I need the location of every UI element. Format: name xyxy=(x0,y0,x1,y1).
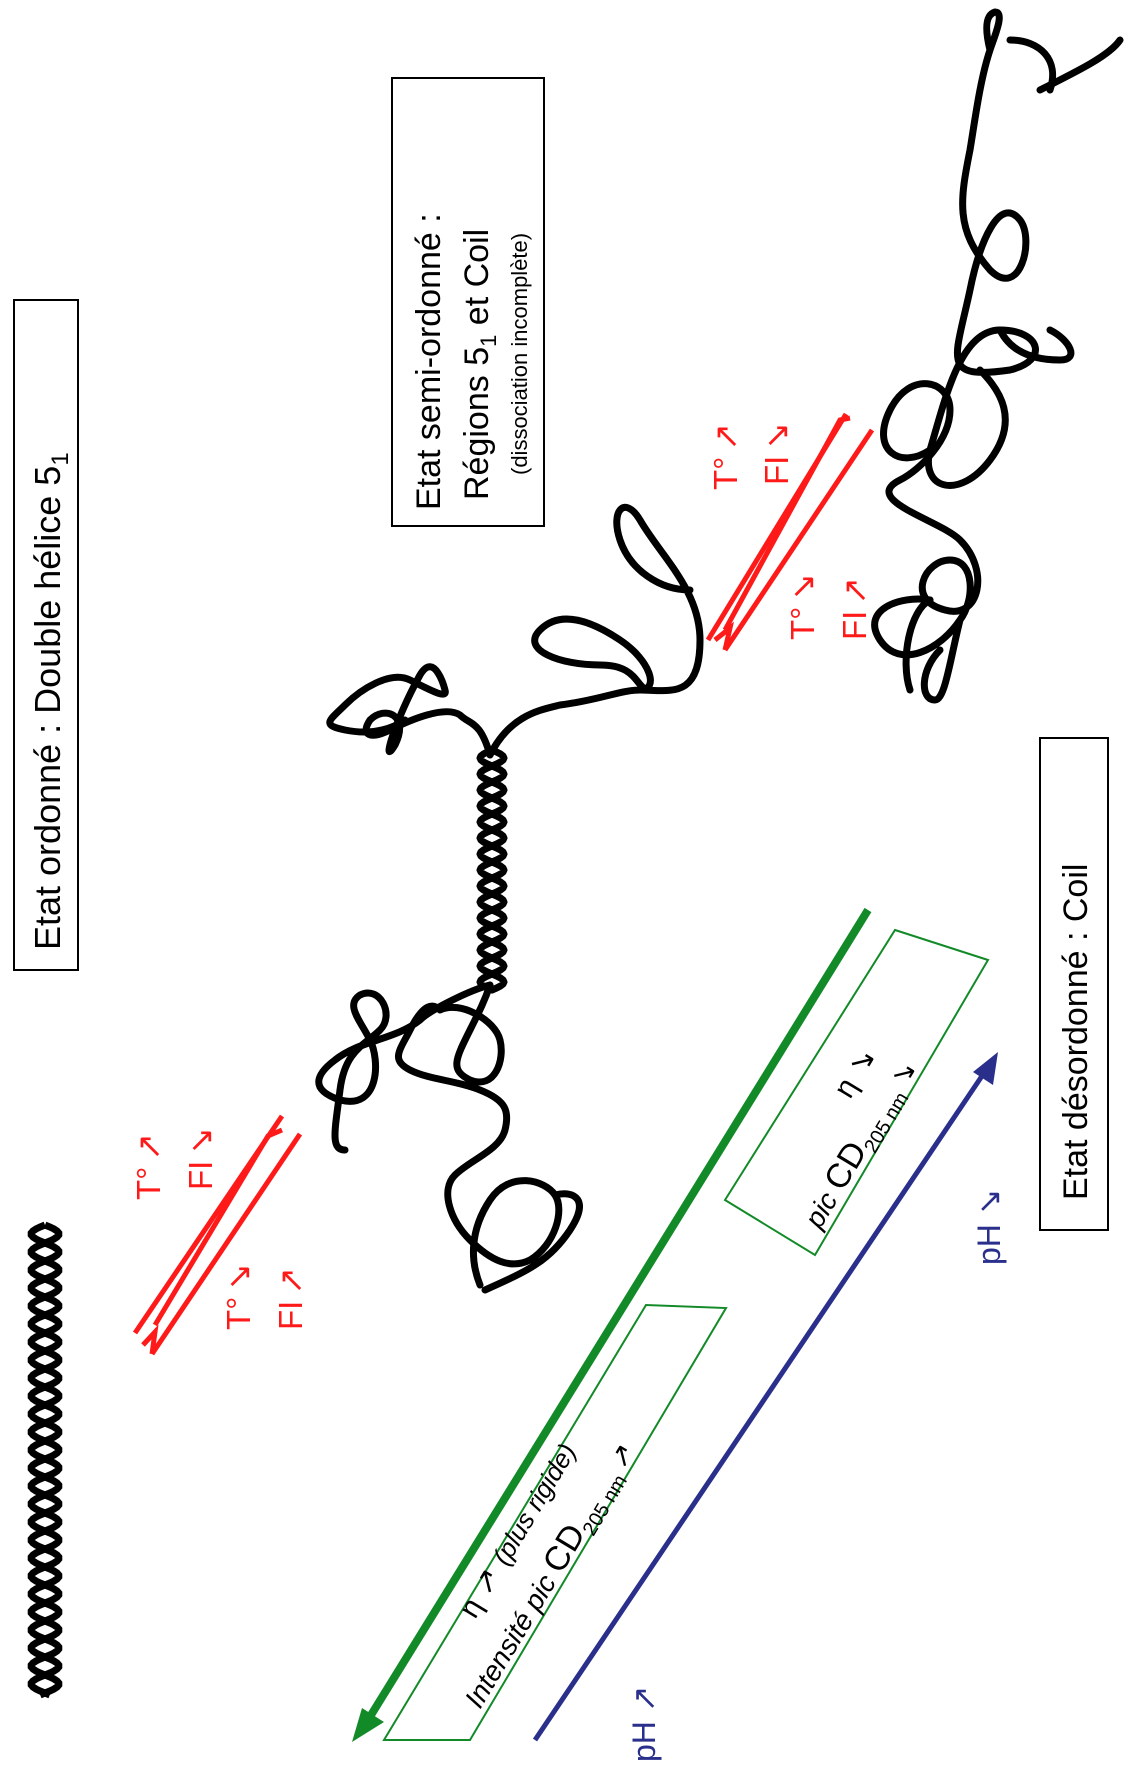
equilibrium-labels-2: T° ↗ FI ↘ T° ↘ FI ↗ xyxy=(707,422,873,640)
svg-text:FI↘: FI ↘ xyxy=(182,1127,219,1190)
svg-text:Etat ordonné : Double hélice: Etat ordonné : Double hélice 51 xyxy=(27,452,74,950)
label-temperature: T° xyxy=(707,457,744,490)
svg-text:FI↗: FI ↗ xyxy=(836,577,873,640)
ph-trend-arrow xyxy=(532,1052,998,1742)
svg-text:Etat semi-ordonné :: Etat semi-ordonné : xyxy=(410,213,448,510)
svg-text:Etat désordonné : Coil: Etat désordonné : Coil xyxy=(1057,864,1095,1200)
equilibrium-arrows-1 xyxy=(132,1114,303,1356)
helix-strand-b xyxy=(27,1221,63,1699)
label-ionic-strength: FI xyxy=(836,611,873,640)
semi-ordered-title-line2b: et Coil xyxy=(458,229,496,335)
label-temperature: T° xyxy=(220,1297,257,1330)
arrow-down-icon: ↘ xyxy=(182,1127,219,1155)
arrow-up-icon: ↗ xyxy=(836,577,873,605)
label-ionic-strength: FI xyxy=(182,1161,219,1190)
svg-text:(dissociation incomplète): (dissociation incomplète) xyxy=(507,233,532,475)
label-temperature: T° xyxy=(130,1167,167,1200)
ordered-state-subscript: 1 xyxy=(47,452,74,465)
semi-ordered-title-line2a: Régions 5 xyxy=(458,347,496,500)
arrow-up-icon: ↗ xyxy=(130,1133,167,1161)
svg-text:FI↘: FI ↘ xyxy=(758,422,795,485)
ordered-state-title: Etat ordonné : Double hélice 5 xyxy=(27,466,68,950)
label-temperature: T° xyxy=(784,607,821,640)
semi-ordered-structure xyxy=(315,504,704,1294)
ordered-state-box: Etat ordonné : Double hélice 51 xyxy=(13,299,79,971)
svg-text:Régions 51 et Coil: Régions 51 et Coil xyxy=(458,229,501,500)
equilibrium-arrows-2 xyxy=(705,412,875,652)
label-ionic-strength: FI xyxy=(272,1301,309,1330)
ph-down-label: pH ↘ xyxy=(971,1188,1007,1265)
svg-text:T°↗: T° ↗ xyxy=(707,423,744,490)
random-coil-disordered xyxy=(871,8,1124,704)
semi-ordered-title-line1: Etat semi-ordonné : xyxy=(410,213,448,510)
label-ionic-strength: FI xyxy=(758,456,795,485)
arrow-down-icon: ↘ xyxy=(758,422,795,450)
disordered-state-title: Etat désordonné : Coil xyxy=(1057,864,1095,1200)
arrow-down-icon: ↘ xyxy=(220,1263,257,1291)
svg-text:T°↗: T° ↗ xyxy=(130,1133,167,1200)
green-trend-arrow xyxy=(352,907,872,1742)
disordered-state-box: Etat désordonné : Coil xyxy=(1039,737,1109,1231)
ph-up-label: pH ↗ xyxy=(626,1685,662,1762)
semi-ordered-state-box: Etat semi-ordonné : Régions 51 et Coil (… xyxy=(391,77,545,527)
semi-ordered-subscript: 1 xyxy=(476,335,501,347)
coil-top xyxy=(326,504,704,759)
green-property-box-right: η↘ picCD205 nm↘ xyxy=(723,928,990,1257)
equilibrium-labels-1: T° ↗ FI ↘ T° ↘ FI ↗ xyxy=(130,1127,309,1330)
arrow-up-icon: ↗ xyxy=(272,1267,309,1295)
arrow-down-icon: ↘ xyxy=(784,573,821,601)
semi-ordered-title-line3: (dissociation incomplète) xyxy=(507,233,532,475)
coil-bottom xyxy=(315,981,583,1294)
green-property-box-left: η↗(plus rigide) Intensité picCD205 nm↗ xyxy=(382,1303,728,1741)
mid-helix-strand-a xyxy=(476,746,508,994)
svg-text:T°↘: T° ↘ xyxy=(784,573,821,640)
double-helix-ordered xyxy=(27,1221,63,1699)
arrow-up-icon: ↗ xyxy=(707,423,744,451)
svg-text:T°↘: T° ↘ xyxy=(220,1263,257,1330)
svg-text:FI↗: FI ↗ xyxy=(272,1267,309,1330)
mid-helix-strand-b xyxy=(476,746,508,994)
